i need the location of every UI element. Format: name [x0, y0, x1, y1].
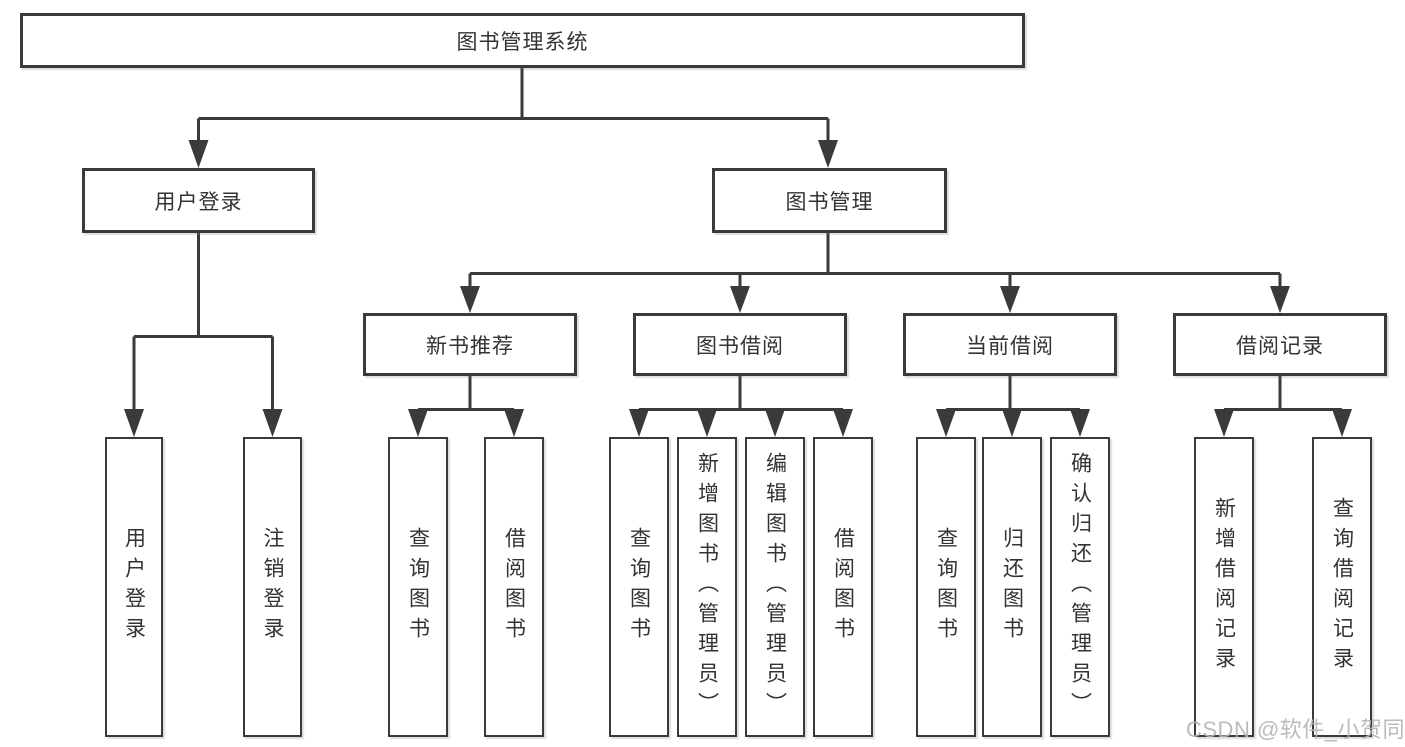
arrowhead [697, 409, 717, 437]
leaf-record-add: 新增借阅记录 [1194, 437, 1254, 737]
connector-new-book [418, 376, 514, 411]
arrowhead [408, 409, 428, 437]
leaf-newbook-query-label: 查询图书 [406, 527, 430, 647]
leaf-user-login: 用户登录 [105, 437, 163, 737]
leaf-record-query: 查询借阅记录 [1312, 437, 1372, 737]
leaf-record-add-label: 新增借阅记录 [1212, 497, 1236, 677]
leaf-confirm-return-admin: 确认归还（管理员） [1050, 437, 1110, 737]
node-root-label: 图书管理系统 [456, 30, 589, 54]
leaf-borrow-query-label: 查询图书 [627, 527, 651, 647]
leaf-logout: 注销登录 [243, 437, 302, 737]
arrowhead [730, 286, 750, 313]
arrowhead [1270, 286, 1290, 313]
arrowhead [1070, 409, 1090, 437]
connector-root [197, 68, 830, 141]
leaf-return-book: 归还图书 [982, 437, 1042, 737]
node-current-borrow: 当前借阅 [903, 313, 1117, 376]
leaf-borrow-edit-admin: 编辑图书（管理员） [745, 437, 805, 737]
leaf-borrow-book: 借阅图书 [813, 437, 873, 737]
leaf-newbook-borrow: 借阅图书 [484, 437, 544, 737]
connector-book-borrow [639, 376, 843, 411]
arrowhead [818, 140, 838, 168]
node-book-management: 图书管理 [712, 168, 947, 233]
node-user-login: 用户登录 [82, 168, 315, 233]
connector-current-borrow [946, 376, 1080, 411]
arrowhead [188, 140, 209, 168]
node-current-borrow-label: 当前借阅 [966, 334, 1054, 358]
leaf-newbook-borrow-label: 借阅图书 [502, 527, 526, 647]
leaf-logout-label: 注销登录 [261, 527, 284, 647]
leaf-borrow-book-label: 借阅图书 [831, 527, 855, 647]
leaf-newbook-query: 查询图书 [388, 437, 448, 737]
arrowhead [1214, 409, 1234, 437]
node-borrow-records: 借阅记录 [1173, 313, 1387, 376]
leaf-borrow-edit-admin-label: 编辑图书（管理员） [763, 452, 787, 722]
arrowhead [833, 409, 853, 437]
arrowhead [1000, 286, 1020, 313]
arrowhead [1002, 409, 1022, 437]
arrowheads [124, 140, 1352, 437]
leaf-user-login-label: 用户登录 [122, 527, 146, 647]
arrowhead [262, 409, 283, 437]
node-user-login-label: 用户登录 [154, 190, 243, 214]
leaf-return-book-label: 归还图书 [1000, 527, 1024, 647]
arrowhead [765, 409, 785, 437]
connector-borrow-records [1224, 376, 1342, 411]
node-book-management-label: 图书管理 [785, 190, 874, 214]
leaf-record-query-label: 查询借阅记录 [1330, 497, 1354, 677]
arrowhead [460, 286, 480, 313]
arrowhead [1332, 409, 1352, 437]
node-new-book-recommend: 新书推荐 [363, 313, 577, 376]
leaf-confirm-return-admin-label: 确认归还（管理员） [1068, 452, 1092, 722]
leaf-current-query: 查询图书 [916, 437, 976, 737]
connector-user-login [132, 233, 274, 410]
arrowhead [629, 409, 649, 437]
node-new-book-recommend-label: 新书推荐 [426, 334, 514, 358]
arrowhead [124, 409, 144, 437]
node-borrow-records-label: 借阅记录 [1236, 334, 1324, 358]
arrowhead [504, 409, 524, 437]
leaf-borrow-query: 查询图书 [609, 437, 669, 737]
csdn-watermark: CSDN @软件_小贺同学 [1186, 717, 1405, 742]
connector-book-management [468, 233, 1282, 287]
node-book-borrow-label: 图书借阅 [696, 334, 784, 358]
leaf-current-query-label: 查询图书 [934, 527, 958, 647]
arrowhead [936, 409, 956, 437]
leaf-borrow-add-admin: 新增图书（管理员） [677, 437, 737, 737]
node-book-borrow: 图书借阅 [633, 313, 847, 376]
node-root: 图书管理系统 [20, 13, 1025, 68]
leaf-borrow-add-admin-label: 新增图书（管理员） [695, 452, 719, 722]
